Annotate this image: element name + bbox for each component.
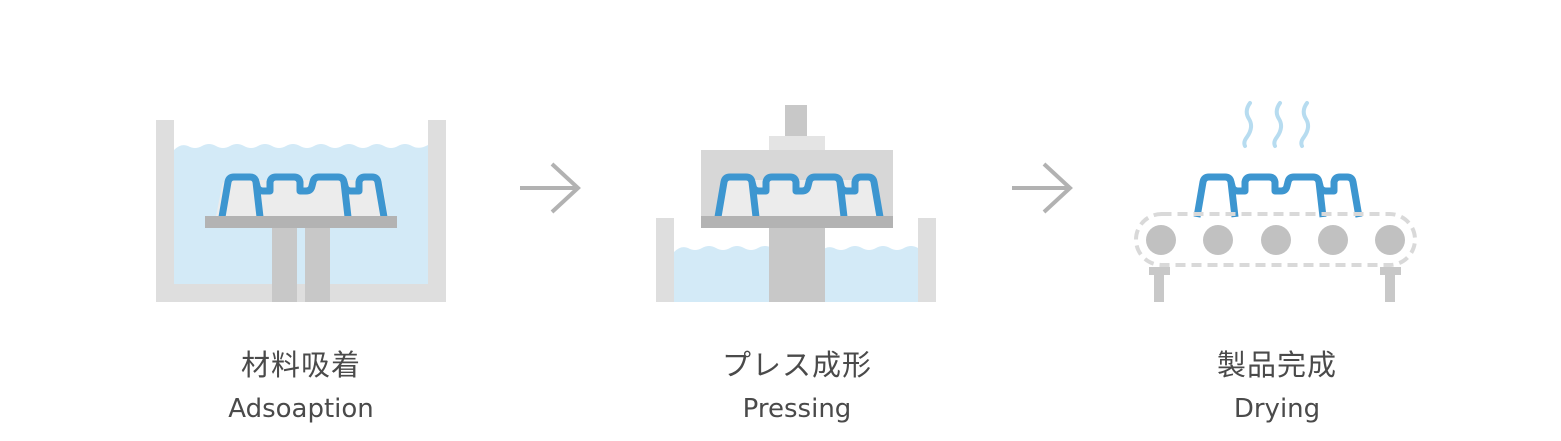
press-machine-icon: [656, 105, 936, 302]
roller: [1318, 225, 1348, 255]
step-title-en: Pressing: [742, 394, 852, 424]
conveyor-belt: [1134, 212, 1417, 267]
tank-wall-right: [918, 218, 936, 302]
step-title-jp: 製品完成: [1216, 348, 1337, 382]
arrow-right-icon: [520, 162, 581, 214]
step-title-jp: 材料吸着: [240, 348, 361, 382]
step-title-jp: プレス成形: [721, 348, 872, 382]
roller: [1146, 225, 1176, 255]
soaking-tank-icon: [156, 120, 446, 302]
tank-wall-left: [656, 218, 674, 302]
press-base-column: [769, 228, 825, 302]
press-cap: [769, 136, 825, 152]
step-label-drying: 製品完成 Drying: [1127, 346, 1427, 428]
water-surface-wave: [174, 144, 428, 152]
step-label-pressing: プレス成形 Pressing: [647, 346, 947, 428]
step-title-en: Adsoaption: [228, 394, 374, 424]
support-pillar-right: [305, 228, 330, 302]
roller: [1375, 225, 1405, 255]
roller-group: [1146, 225, 1405, 255]
press-piston-rod: [785, 105, 807, 138]
platform: [205, 216, 397, 228]
water-surface-wave: [674, 246, 918, 254]
platform: [701, 216, 893, 228]
conveyor-legs: [1149, 267, 1401, 302]
conveyor-dryer-icon: [1134, 101, 1417, 302]
roller: [1261, 225, 1291, 255]
arrow-right-icon: [1012, 162, 1073, 214]
step-title-en: Drying: [1233, 394, 1321, 424]
roller: [1203, 225, 1233, 255]
support-pillar-left: [272, 228, 297, 302]
steam-icon: [1242, 101, 1311, 148]
molded-part-icon: [1197, 177, 1359, 217]
step-label-adsorption: 材料吸着 Adsoaption: [151, 346, 451, 428]
